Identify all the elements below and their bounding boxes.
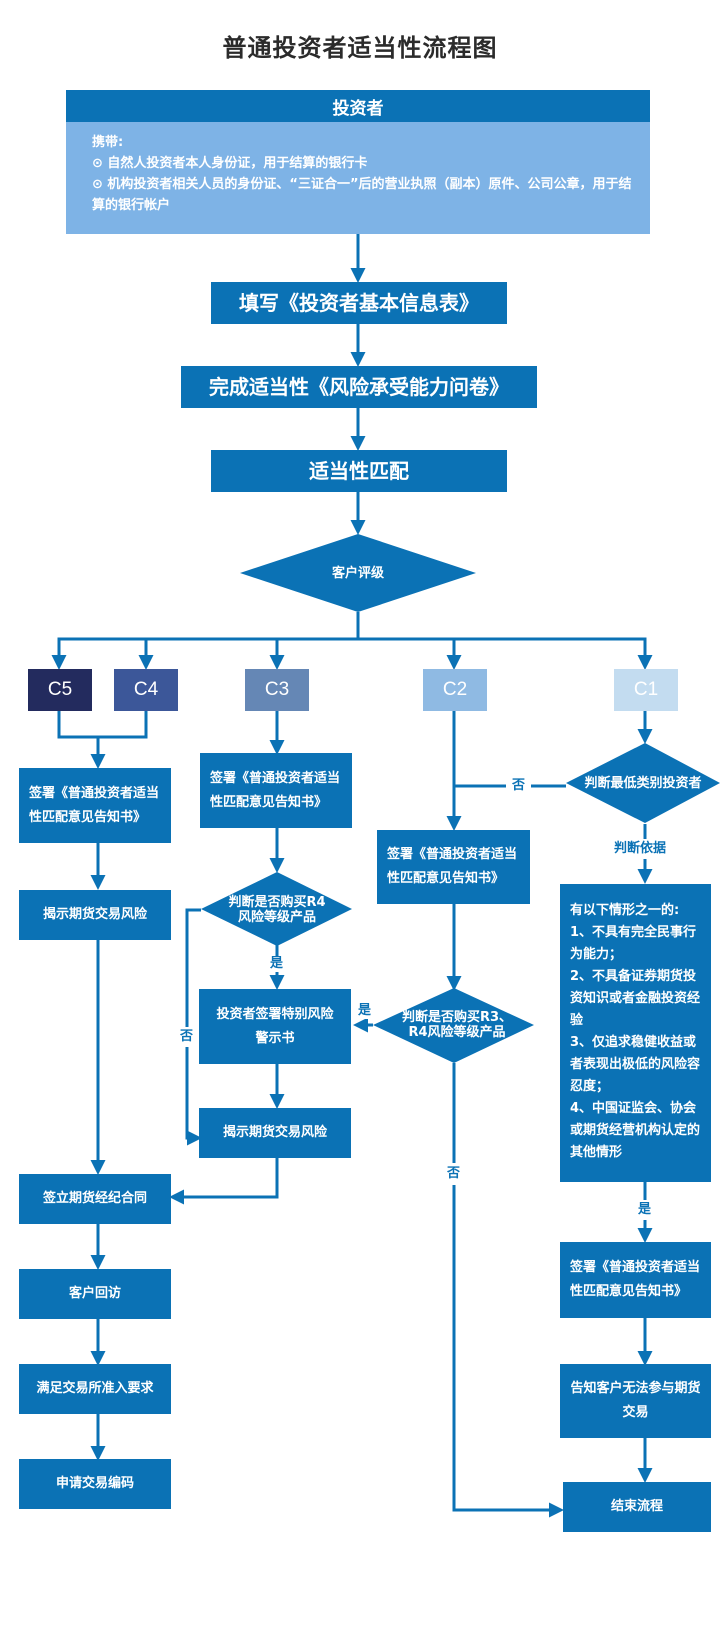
c2-sign-notice: 签署《普通投资者适当性匹配意见告知书》 <box>377 830 530 904</box>
end-process-step: 结束流程 <box>563 1482 711 1532</box>
c3-decision-diamond <box>201 872 352 946</box>
c1-no-label: 否 <box>506 778 532 794</box>
c3-reveal-risk: 揭示期货交易风险 <box>199 1108 351 1158</box>
c5c4-reveal-risk: 揭示期货交易风险 <box>19 890 171 940</box>
requirement-item: ⊙ 自然人投资者本人身份证，用于结算的银行卡 <box>92 156 368 171</box>
c2-decision-diamond <box>373 988 534 1063</box>
apply-code-step: 申请交易编码 <box>19 1459 171 1509</box>
level-c4: C4 <box>114 669 178 711</box>
c3-no-label: 否 <box>180 1027 194 1047</box>
level-c2: C2 <box>423 669 487 711</box>
connector-c5-c4-join <box>57 711 148 739</box>
investor-requirements: 携带: ⊙ 自然人投资者本人身份证，用于结算的银行卡 ⊙ 机构投资者相关人员的身… <box>66 122 650 234</box>
special-warning-step: 投资者签署特别风险警示书 <box>199 989 351 1064</box>
level-c3: C3 <box>245 669 309 711</box>
matching-step: 适当性匹配 <box>211 450 507 492</box>
c3-decision-line2: 风险等级产品 <box>237 910 316 925</box>
c2-decision-label: 判断是否购买R3、 R4风险等级产品 <box>383 1008 531 1042</box>
c1-decision-diamond <box>566 743 720 823</box>
carry-label: 携带: <box>92 135 124 150</box>
callback-step: 客户回访 <box>19 1269 171 1319</box>
c2-decision-line1: 判断是否购买R3、 <box>401 1010 513 1025</box>
c2-decision-line2: R4风险等级产品 <box>408 1025 506 1040</box>
c1-decision-label: 判断最低类别投资者 <box>584 775 702 791</box>
criteria-item: 1、不具有完全民事行为能力； <box>570 925 697 962</box>
criteria-item: 4、中国证监会、协会或期货经营机构认定的其他情形 <box>570 1101 701 1160</box>
rating-decision-diamond <box>240 534 476 612</box>
c1-basis-label: 判断依据 <box>614 839 667 859</box>
c3-decision-label: 判断是否购买R4 风险等级产品 <box>211 893 343 927</box>
level-c1: C1 <box>614 669 678 711</box>
investor-heading: 投资者 <box>66 90 650 122</box>
c2-yes-label: 是 <box>358 1003 372 1019</box>
c5c4-sign-notice: 签署《普通投资者适当性匹配意见告知书》 <box>19 768 171 843</box>
level-c5: C5 <box>28 669 92 711</box>
questionnaire-step: 完成适当性《风险承受能力问卷》 <box>181 366 537 408</box>
exchange-requirement-step: 满足交易所准入要求 <box>19 1364 171 1414</box>
fill-form-step: 填写《投资者基本信息表》 <box>211 282 507 324</box>
c2-no-label: 否 <box>447 1163 461 1185</box>
c1-sign-notice: 签署《普通投资者适当性匹配意见告知书》 <box>560 1242 711 1318</box>
criteria-title: 有以下情形之一的: <box>570 903 680 918</box>
notify-customer-step: 告知客户无法参与期货交易 <box>560 1364 711 1438</box>
criteria-item: 3、仅追求稳健收益或者表现出极低的风险容忍度； <box>570 1035 701 1094</box>
sign-contract-step: 签立期货经纪合同 <box>19 1174 171 1224</box>
c1-yes-label: 是 <box>638 1200 652 1220</box>
c1-criteria-box: 有以下情形之一的: 1、不具有完全民事行为能力； 2、不具备证券期货投资知识或者… <box>560 884 711 1182</box>
rating-label: 客户评级 <box>331 565 384 581</box>
connector-c3decision-no <box>185 908 202 1146</box>
c3-yes-label: 是 <box>270 956 284 972</box>
connector-c3reveal-contract <box>169 1158 279 1205</box>
page-title: 普通投资者适当性流程图 <box>222 33 498 62</box>
c3-sign-notice: 签署《普通投资者适当性匹配意见告知书》 <box>200 753 352 828</box>
requirement-item: ⊙ 机构投资者相关人员的身份证、“三证合一”后的营业执照（副本）原件、公司公章，… <box>92 177 632 213</box>
criteria-item: 2、不具备证券期货投资知识或者金融投资经验 <box>570 969 701 1028</box>
connector-c2decision-no <box>452 1063 564 1518</box>
c3-decision-line1: 判断是否购买R4 <box>228 895 326 910</box>
